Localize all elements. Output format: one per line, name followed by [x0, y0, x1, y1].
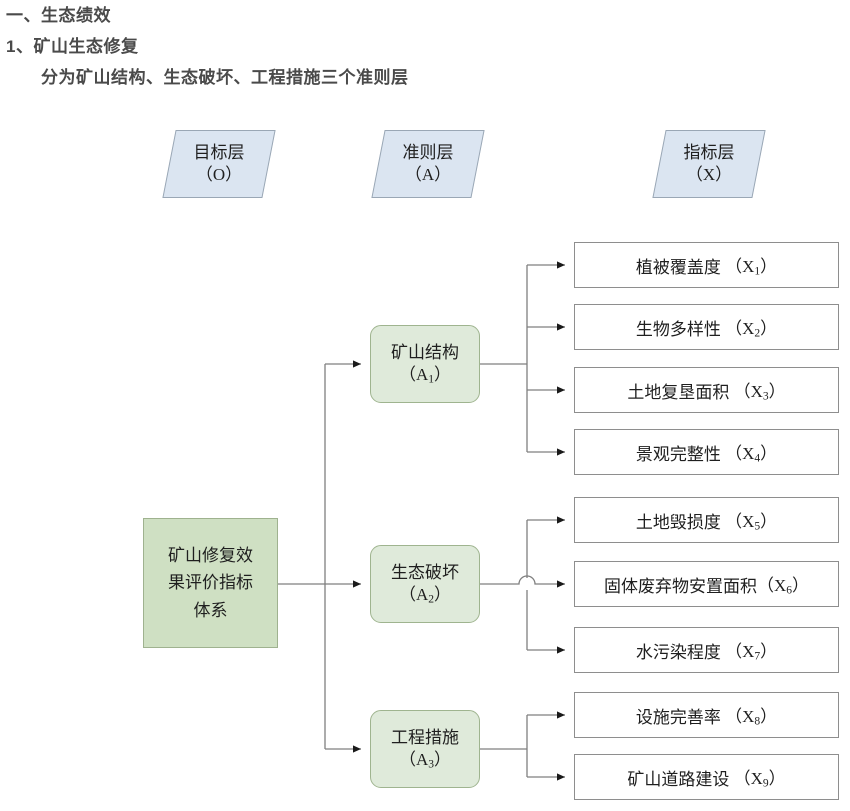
goal-node[interactable]: 矿山修复效 果评价指标 体系 [143, 518, 278, 648]
criteria-a3-code: （A3） [398, 749, 452, 771]
layer-goal-code: （O） [195, 165, 243, 184]
indicator-x1-code: （X1） [725, 257, 778, 278]
indicator-node-x2[interactable]: 生物多样性 （X2） [574, 304, 839, 350]
indicator-node-x7[interactable]: 水污染程度 （X7） [574, 627, 839, 673]
indicator-x3-code: （X3） [733, 382, 786, 403]
goal-line-3: 体系 [193, 600, 228, 620]
goal-line-1: 矿山修复效 [168, 546, 253, 566]
layer-caption-criteria-text: 准则层 （A） [378, 130, 478, 198]
indicator-x7-label: 水污染程度 [635, 642, 721, 662]
layer-caption-goal-text: 目标层 （O） [169, 130, 269, 198]
criteria-node-a2[interactable]: 生态破坏 （A2） [370, 545, 480, 623]
indicator-x3-label: 土地复垦面积 [627, 382, 730, 402]
indicator-node-x5[interactable]: 土地毁损度 （X5） [574, 497, 839, 543]
layer-caption-criteria: 准则层 （A） [371, 130, 485, 198]
indicator-node-x3[interactable]: 土地复垦面积 （X3） [574, 367, 839, 413]
criteria-node-a1[interactable]: 矿山结构 （A1） [370, 325, 480, 403]
indicator-x2-code: （X2） [725, 319, 778, 340]
indicator-node-x8[interactable]: 设施完善率 （X8） [574, 692, 839, 738]
layer-caption-indicator-text: 指标层 （X） [659, 130, 759, 198]
goal-line-2: 果评价指标 [168, 573, 253, 593]
heading-description: 分为矿山结构、生态破坏、工程措施三个准则层 [41, 68, 409, 87]
layer-goal-label: 目标层 [193, 143, 245, 163]
criteria-a1-code: （A1） [398, 364, 452, 386]
heading-section-title: 一、生态绩效 [6, 6, 111, 25]
layer-indicator-code: （X） [685, 165, 733, 184]
layer-indicator-label: 指标层 [683, 143, 735, 163]
indicator-x4-label: 景观完整性 [635, 444, 721, 464]
indicator-node-x6[interactable]: 固体废弃物安置面积 （X6） [574, 561, 839, 607]
indicator-x5-label: 土地毁损度 [635, 512, 721, 532]
indicator-x6-label: 固体废弃物安置面积 [603, 576, 757, 596]
layer-caption-indicator: 指标层 （X） [652, 130, 766, 198]
indicator-node-x4[interactable]: 景观完整性 （X4） [574, 429, 839, 475]
indicator-x1-label: 植被覆盖度 [635, 257, 721, 277]
criteria-node-a3[interactable]: 工程措施 （A3） [370, 710, 480, 788]
layer-criteria-code: （A） [404, 165, 452, 184]
wire-a2-to-x7-stem [480, 575, 565, 588]
indicator-x8-label: 设施完善率 [635, 707, 721, 727]
indicator-x4-code: （X4） [725, 444, 778, 465]
indicator-x5-code: （X5） [725, 512, 778, 533]
indicator-x9-label: 矿山道路建设 [627, 769, 730, 789]
indicator-x2-label: 生物多样性 [635, 319, 721, 339]
layer-caption-goal: 目标层 （O） [162, 130, 276, 198]
criteria-a2-label: 生态破坏 [391, 562, 459, 582]
indicator-x8-code: （X8） [725, 707, 778, 728]
heading-subsection-title: 1、矿山生态修复 [6, 37, 139, 56]
indicator-x6-code: （X6） [756, 576, 810, 597]
criteria-a3-label: 工程措施 [391, 727, 459, 747]
indicator-node-x1[interactable]: 植被覆盖度 （X1） [574, 242, 839, 288]
criteria-a2-code: （A2） [398, 584, 452, 606]
indicator-x7-code: （X7） [725, 642, 778, 663]
criteria-a1-label: 矿山结构 [391, 342, 459, 362]
indicator-node-x9[interactable]: 矿山道路建设 （X9） [574, 754, 839, 800]
indicator-x9-code: （X9） [733, 769, 786, 790]
layer-criteria-label: 准则层 [402, 143, 454, 163]
goal-node-text: 矿山修复效 果评价指标 体系 [160, 542, 261, 624]
